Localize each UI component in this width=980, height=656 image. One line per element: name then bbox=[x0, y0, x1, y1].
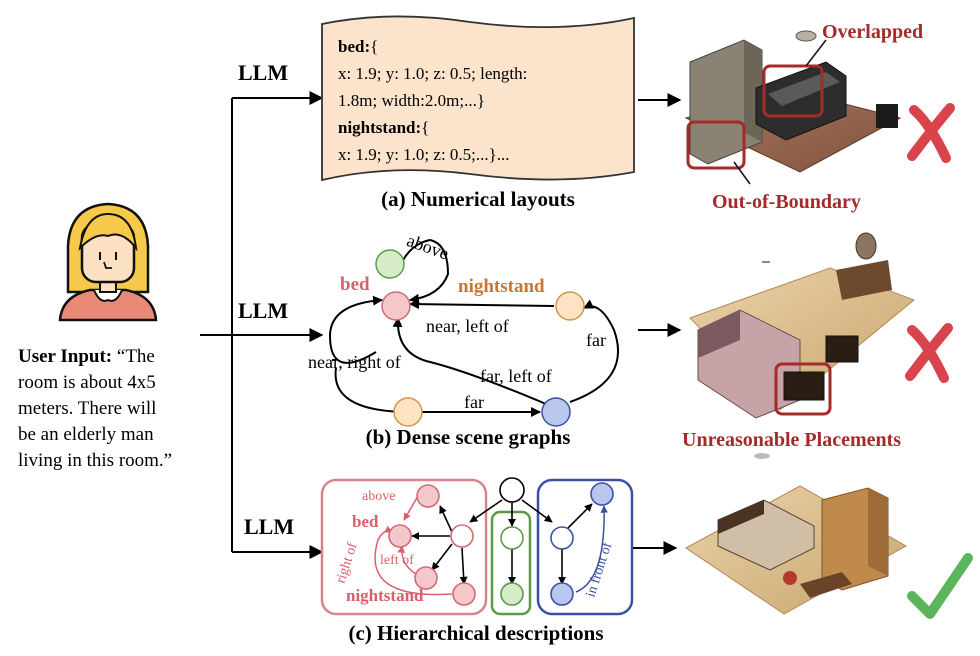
label-bed-b: bed bbox=[340, 274, 370, 295]
svg-text:1.8m; width:2.0m;...}: 1.8m; width:2.0m;...} bbox=[338, 91, 485, 110]
llm-label-a: LLM bbox=[238, 60, 288, 85]
llm-label-c: LLM bbox=[244, 514, 294, 539]
label-nightstand-b: nightstand bbox=[458, 276, 545, 297]
node-bed-c bbox=[388, 524, 412, 548]
edge-above-b: above bbox=[404, 230, 451, 263]
graph-node-blue bbox=[541, 397, 571, 427]
scene-graph-b bbox=[328, 238, 619, 417]
user-avatar bbox=[58, 202, 158, 322]
edge-far-a: far bbox=[586, 330, 606, 350]
edge-far-left-of: far, left of bbox=[480, 366, 552, 386]
hierarchy-c bbox=[320, 477, 634, 616]
issue-overlapped: Overlapped bbox=[822, 21, 923, 43]
svg-text:meters. There will: meters. There will bbox=[18, 398, 156, 419]
user-input-label: User Input: bbox=[18, 346, 112, 367]
flow-connectors bbox=[200, 91, 682, 559]
room-render-b bbox=[689, 232, 915, 459]
svg-text:be an elderly man: be an elderly man bbox=[18, 424, 154, 445]
graph-node-nightstand-2 bbox=[393, 397, 423, 427]
label-left-of-c: left of bbox=[380, 553, 414, 568]
svg-text:x: 1.9; y: 1.0; z: 0.5;...}...: x: 1.9; y: 1.0; z: 0.5;...}... bbox=[338, 145, 510, 164]
group-box-green bbox=[490, 510, 532, 616]
room-render-a bbox=[684, 30, 902, 185]
graph-node-bed bbox=[381, 291, 411, 321]
graph-node-nightstand bbox=[555, 291, 585, 321]
group-box-blue bbox=[536, 478, 634, 616]
user-input-text: User Input: “The room is about 4x5 meter… bbox=[18, 346, 172, 471]
cross-icon-a bbox=[907, 103, 955, 163]
graph-node-above bbox=[375, 249, 405, 279]
label-bed-c: bed bbox=[352, 512, 379, 531]
issue-out-of-boundary: Out-of-Boundary bbox=[712, 191, 861, 213]
room-render-c bbox=[685, 485, 908, 615]
panel-b-caption: (b) Dense scene graphs bbox=[366, 425, 571, 449]
check-icon-c bbox=[907, 553, 973, 619]
panel-c-caption: (c) Hierarchical descriptions bbox=[348, 621, 603, 645]
edge-near-right-of: near, right of bbox=[308, 352, 401, 372]
node-above-c bbox=[416, 484, 440, 508]
svg-text:User Input: “The: User Input: “The bbox=[18, 346, 155, 367]
svg-text:living in this room.”: living in this room.” bbox=[18, 450, 172, 471]
scene-graph-b-nodes bbox=[375, 249, 585, 427]
panel-a-caption: (a) Numerical layouts bbox=[381, 187, 575, 211]
label-in-front-of-c: in front of bbox=[584, 540, 616, 599]
label-nightstand-c: nightstand bbox=[346, 586, 424, 605]
panel-a-code-scroll: bed:{ x: 1.9; y: 1.0; z: 0.5; length: 1.… bbox=[321, 15, 635, 182]
label-above-c: above bbox=[362, 489, 395, 504]
edge-near-left-of: near, left of bbox=[426, 316, 509, 336]
group-box-red bbox=[320, 478, 488, 616]
label-right-of-c: right of bbox=[334, 541, 361, 586]
svg-text:nightstand:{: nightstand:{ bbox=[338, 118, 429, 137]
svg-text:bed:{: bed:{ bbox=[338, 37, 378, 56]
llm-label-b: LLM bbox=[238, 298, 288, 323]
edge-far-b: far bbox=[464, 392, 484, 412]
svg-text:x: 1.9; y: 1.0; z: 0.5; length: x: 1.9; y: 1.0; z: 0.5; length: bbox=[338, 64, 527, 83]
svg-text:room is about 4x5: room is about 4x5 bbox=[18, 372, 156, 393]
issue-unreasonable-placements: Unreasonable Placements bbox=[682, 429, 901, 451]
root-node bbox=[499, 477, 525, 503]
node-nightstand-c bbox=[452, 582, 476, 606]
cross-icon-b bbox=[905, 323, 953, 383]
